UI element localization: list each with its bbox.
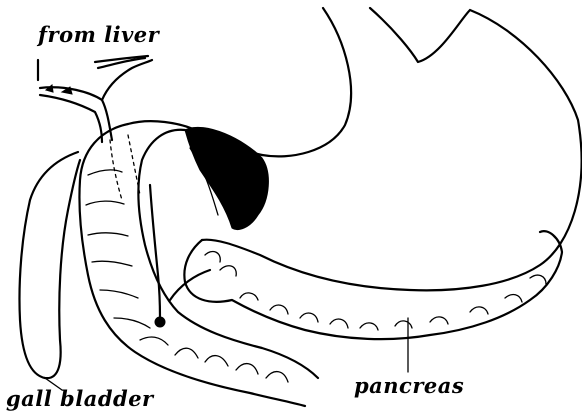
pancreatic-duct [170, 270, 210, 300]
duodenum-dashes [110, 135, 140, 200]
gallbladder-label: gall bladder [6, 386, 154, 411]
liver-label: from liver [38, 22, 159, 47]
pancreas-label: pancreas [354, 373, 464, 398]
duodenum-outer [79, 124, 305, 406]
arrow-icon [46, 85, 53, 92]
gallbladder-outline [19, 152, 80, 378]
ampulla-icon [155, 317, 165, 327]
hepatic-duct-right [40, 95, 102, 142]
common-bile-duct [150, 185, 160, 318]
hepatic-duct-upper [98, 58, 152, 100]
stomach-outline [202, 8, 582, 290]
pylorus-dark [185, 127, 268, 229]
